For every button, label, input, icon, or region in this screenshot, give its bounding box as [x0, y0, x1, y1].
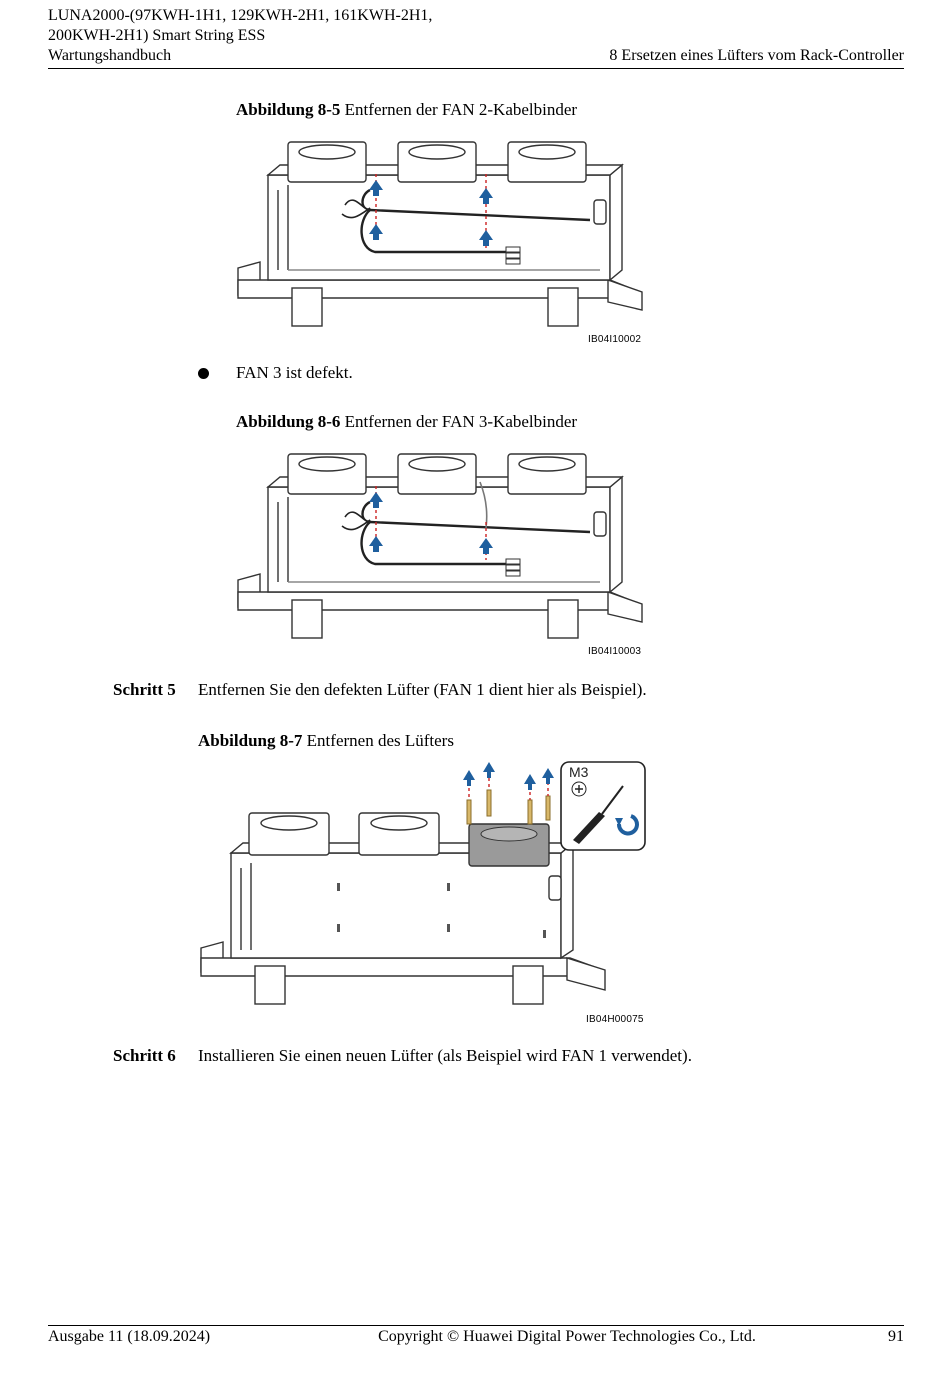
figure-8-5-caption: Entfernen der FAN 2-Kabelbinder [344, 100, 578, 119]
figure-8-6-title: Abbildung 8-6 Entfernen der FAN 3-Kabelb… [236, 412, 577, 432]
arrow-up-icon [542, 768, 554, 784]
tool-size-label: M3 [569, 764, 589, 780]
figure-8-5-illustration [237, 141, 643, 327]
figure-8-5-title: Abbildung 8-5 Entfernen der FAN 2-Kabelb… [236, 100, 577, 120]
arrow-up-icon [369, 492, 383, 508]
arrow-up-icon [524, 774, 536, 790]
arrow-up-icon [479, 538, 493, 554]
arrow-up-icon [483, 762, 495, 778]
step-5-label: Schritt 5 [113, 680, 176, 699]
arrow-up-icon [369, 180, 383, 196]
footer-divider [48, 1325, 904, 1326]
arrow-up-icon [479, 230, 493, 246]
page-footer: Ausgabe 11 (18.09.2024) Copyright © Huaw… [48, 1327, 904, 1347]
bullet-icon [198, 367, 209, 379]
arrow-up-icon [479, 188, 493, 204]
step-6: Schritt 6 Installieren Sie einen neuen Lü… [113, 1046, 692, 1066]
screw-icon [486, 789, 492, 817]
figure-8-7-title: Abbildung 8-7 Entfernen des Lüfters [198, 731, 454, 751]
footer-page-number: 91 [887, 1328, 904, 1345]
screwdriver-icon [573, 812, 605, 844]
figure-8-6-illustration [237, 453, 643, 639]
step-5-text: Entfernen Sie den defekten Lüfter (FAN 1… [198, 680, 647, 699]
figure-8-6-code: IB04I10003 [588, 646, 642, 657]
header-divider [48, 68, 904, 69]
screw-icon [527, 799, 533, 825]
header-chapter-title: 8 Ersetzen eines Lüfters vom Rack-Contro… [609, 47, 904, 64]
step-5: Schritt 5 Entfernen Sie den defekten Lüft… [113, 680, 647, 700]
step-6-text: Installieren Sie einen neuen Lüfter (als… [198, 1046, 692, 1065]
header-product-line1: LUNA2000-(97KWH-1H1, 129KWH-2H1, 161KWH-… [48, 7, 433, 24]
figure-8-7-number: Abbildung 8-7 [198, 731, 303, 750]
figure-8-7-code: IB04H00075 [586, 1014, 644, 1025]
header-manual-title: Wartungshandbuch [48, 47, 172, 64]
bullet-text: FAN 3 ist defekt. [236, 363, 353, 382]
screw-icon [545, 795, 551, 821]
figure-8-5-code: IB04I10002 [588, 334, 642, 345]
screw-icon [466, 799, 472, 825]
figure-8-6-number: Abbildung 8-6 [236, 412, 341, 431]
bullet-item: FAN 3 ist defekt. [198, 363, 353, 383]
arrow-up-icon [463, 770, 475, 786]
figure-8-7-caption: Entfernen des Lüfters [306, 731, 454, 750]
header-product-line2: 200KWH-2H1) Smart String ESS [48, 27, 266, 44]
footer-edition: Ausgabe 11 (18.09.2024) [48, 1328, 211, 1345]
figure-8-7-illustration: M3 [200, 761, 646, 1005]
footer-copyright: Copyright © Huawei Digital Power Technol… [378, 1328, 756, 1345]
figure-8-6-caption: Entfernen der FAN 3-Kabelbinder [344, 412, 578, 431]
figure-8-5-number: Abbildung 8-5 [236, 100, 341, 119]
arrow-up-icon [369, 536, 383, 552]
arrow-up-icon [369, 224, 383, 240]
rotate-icon [617, 814, 639, 836]
page-header: LUNA2000-(97KWH-1H1, 129KWH-2H1, 161KWH-… [48, 6, 904, 66]
step-6-label: Schritt 6 [113, 1046, 176, 1065]
